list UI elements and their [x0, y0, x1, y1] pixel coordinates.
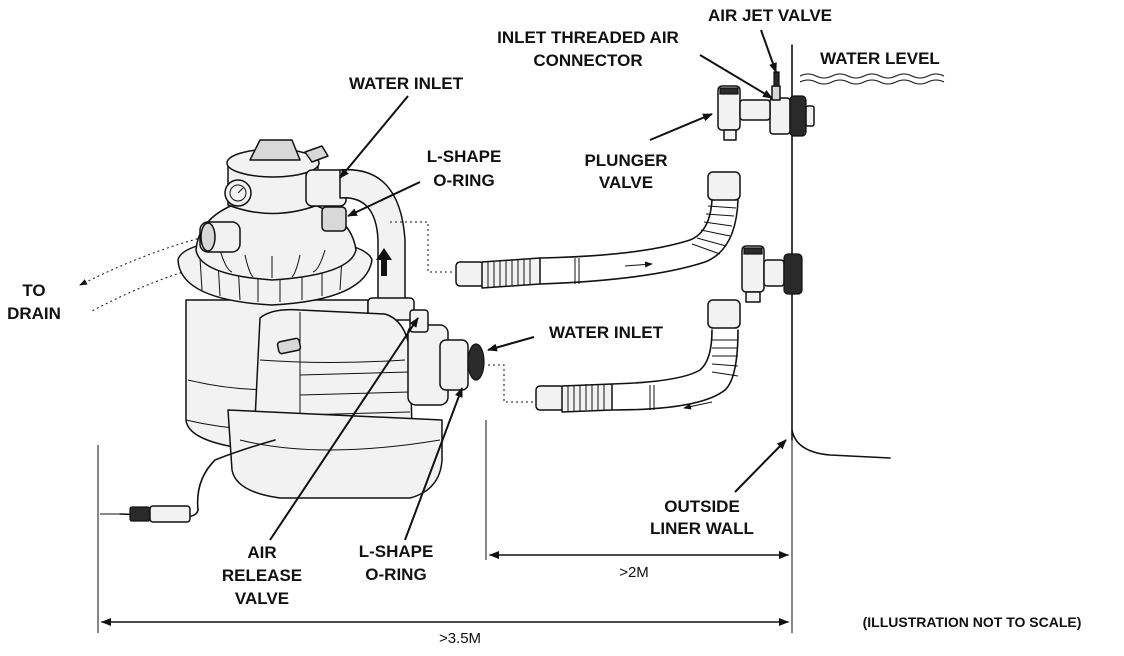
dimension-label-3-5m: >3.5M [439, 630, 481, 647]
label-l-shape-oring-top-line2: O-RING [433, 171, 494, 190]
upper-hose-link [390, 221, 455, 273]
water-level-wave [799, 73, 945, 85]
label-l-shape-oring-bottom-line1: L-SHAPE [359, 542, 434, 561]
label-outside-liner-line2: LINER WALL [650, 519, 754, 538]
upper-hose [455, 171, 741, 289]
pointer-arrows [269, 29, 787, 541]
label-plunger-valve-line2: VALVE [599, 173, 653, 192]
label-air-release-line2: RELEASE [222, 566, 302, 585]
label-water-inlet-mid: WATER INLET [549, 323, 664, 342]
label-to-drain-line2: DRAIN [7, 304, 61, 323]
plunger-valve [717, 85, 771, 141]
label-air-release-line3: VALVE [235, 589, 289, 608]
label-water-inlet-top: WATER INLET [349, 74, 464, 93]
label-inlet-threaded-line1: INLET THREADED AIR [497, 28, 679, 47]
sand-filter-pump [100, 139, 485, 523]
label-to-drain-line1: TO [22, 281, 45, 300]
label-outside-liner-line1: OUTSIDE [664, 497, 740, 516]
label-l-shape-oring-bottom-line2: O-RING [365, 565, 426, 584]
label-air-release-line1: AIR [247, 543, 276, 562]
not-to-scale-note: (ILLUSTRATION NOT TO SCALE) [863, 614, 1082, 630]
label-air-jet-valve: AIR JET VALVE [708, 6, 832, 25]
dimension-label-2m: >2M [619, 564, 649, 581]
upper-wall-fitting [769, 71, 815, 137]
label-l-shape-oring-top-line1: L-SHAPE [427, 147, 502, 166]
drain-flow-lines [79, 234, 221, 313]
label-inlet-threaded-line2: CONNECTOR [533, 51, 642, 70]
label-water-level: WATER LEVEL [820, 49, 940, 68]
lower-wall-fitting [741, 245, 803, 303]
lower-hose [535, 299, 741, 413]
label-plunger-valve-line1: PLUNGER [584, 151, 667, 170]
lower-hose-link [488, 364, 535, 403]
dimension-lines [97, 420, 793, 633]
